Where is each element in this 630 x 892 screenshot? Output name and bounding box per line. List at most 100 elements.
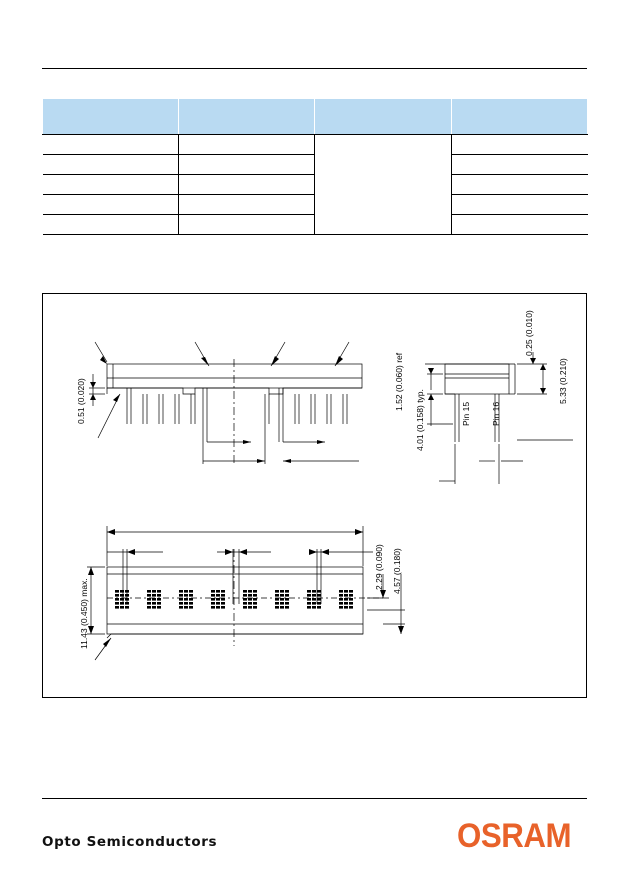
digit-cell-dot [115,602,119,605]
digit-cell-dot [221,606,225,609]
digit-cell-dot [344,602,348,605]
digit-cell-dot [157,594,161,597]
digit-cell-dot [317,602,321,605]
side-view [89,341,363,464]
top-view [87,526,405,661]
digit-cell-dot [211,594,215,597]
dimension-label: 0.25 (0.010) [524,310,534,356]
digit-cell-dot [216,590,220,593]
table-row [42,194,588,215]
osram-logo: OSRAM [457,817,572,855]
table-cell [42,134,179,155]
digit-cell-dot [312,598,316,601]
table-row [42,154,588,175]
digit-cell-dot [243,602,247,605]
digit-cell-dot [189,602,193,605]
digit-cell-dot [275,606,279,609]
end-view [425,352,573,484]
digit-cell-dot [317,606,321,609]
digit-cell-dot [280,602,284,605]
digit-cell-dot [125,594,129,597]
dimension-label: 5.33 (0.210) [558,358,568,404]
display-digit-cells [115,590,353,609]
digit-cell-dot [312,590,316,593]
digit-cell-dot [243,590,247,593]
digit-cell-dot [115,606,119,609]
digit-cell-dot [253,606,257,609]
digit-cell-dot [152,598,156,601]
digit-cell-dot [349,590,353,593]
digit-cell-dot [307,598,311,601]
digit-cell-dot [147,602,151,605]
digit-cell-dot [280,590,284,593]
table-cell [451,154,588,175]
digit-cell-dot [349,606,353,609]
table-header-cell [451,99,588,135]
digit-cell-dot [339,606,343,609]
digit-cell-dot [125,590,129,593]
digit-cell-dot [280,598,284,601]
digit-cell-dot [221,602,225,605]
dimension-label: 1.52 (0.060) ref [394,352,404,411]
digit-cell-dot [147,598,151,601]
digit-cell-dot [157,590,161,593]
digit-cell-dot [248,590,252,593]
table-header-cell [314,99,452,135]
digit-cell-dot [312,594,316,597]
table-cell [178,174,315,195]
digit-cell-dot [275,598,279,601]
digit-cell-dot [253,590,257,593]
digit-cell-dot [248,594,252,597]
digit-cell-dot [211,606,215,609]
digit-cell-dot [344,594,348,597]
digit-cell-dot [157,598,161,601]
table-cell [178,194,315,215]
digit-cell-dot [248,598,252,601]
digit-cell-dot [317,594,321,597]
digit-cell-dot [147,590,151,593]
table-cell [451,214,588,235]
digit-cell-dot [211,602,215,605]
table-header-cell [178,99,315,135]
table-cell [42,194,179,215]
table-header-row [42,99,588,135]
table-header-cell [42,99,179,135]
digit-cell-dot [184,606,188,609]
digit-cell-dot [221,590,225,593]
digit-cell-dot [317,590,321,593]
digit-cell-dot [189,594,193,597]
digit-cell-dot [339,590,343,593]
digit-cell-dot [275,594,279,597]
digit-cell-dot [243,598,247,601]
digit-cell-dot [211,590,215,593]
dimension-label: 0.51 (0.020) [76,378,86,424]
digit-cell-dot [125,598,129,601]
digit-cell-dot [189,590,193,593]
digit-cell-dot [115,598,119,601]
digit-cell-dot [184,590,188,593]
package-drawing-frame: 0.51 (0.020) 1.52 (0.060) ref 4.01 (0.15… [42,293,587,698]
digit-cell-dot [147,594,151,597]
table-row [42,174,588,195]
digit-cell-dot [179,606,183,609]
digit-cell-dot [349,598,353,601]
digit-cell-dot [216,598,220,601]
digit-cell-dot [339,602,343,605]
digit-cell-dot [344,590,348,593]
digit-cell-dot [312,606,316,609]
digit-cell-dot [120,602,124,605]
table-row [42,134,588,235]
digit-cell-dot [312,602,316,605]
digit-cell-dot [253,598,257,601]
dimension-label: 4.01 (0.158) typ. [415,389,425,451]
digit-cell-dot [152,602,156,605]
table-cell [178,154,315,175]
digit-cell-dot [115,594,119,597]
digit-cell-dot [248,602,252,605]
package-outline-drawing: 0.51 (0.020) 1.52 (0.060) ref 4.01 (0.15… [76,310,573,661]
table-cell [42,154,179,175]
digit-cell-dot [125,602,129,605]
dimension-label: 4.57 (0.180) [392,548,402,594]
digit-cell-dot [285,602,289,605]
table-cell [42,214,179,235]
